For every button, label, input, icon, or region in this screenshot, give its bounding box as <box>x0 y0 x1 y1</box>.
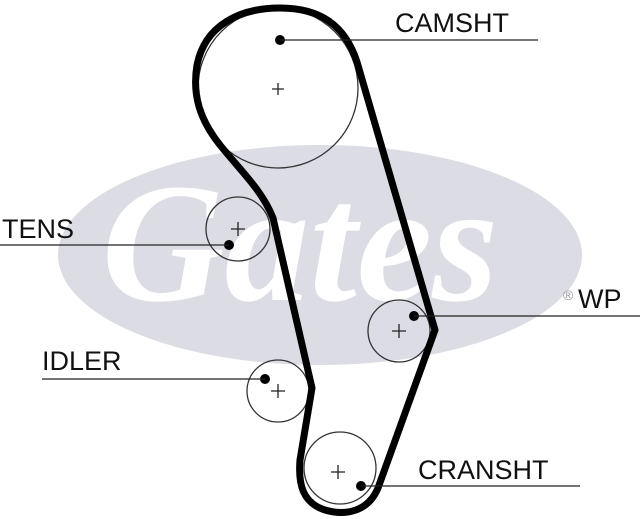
idler-label: IDLER <box>42 346 122 376</box>
crankshaft-label: CRANSHT <box>418 455 549 485</box>
gates-watermark: Gates ® <box>58 145 582 365</box>
water-pump-label: WP <box>578 284 622 314</box>
water-pump-center-icon <box>392 324 406 338</box>
tensioner-center-icon <box>231 222 245 236</box>
tensioner-label: TENS <box>2 214 74 244</box>
watermark-text: Gates <box>102 149 499 337</box>
registered-mark: ® <box>563 287 574 303</box>
camshaft-label: CAMSHT <box>395 8 509 38</box>
idler-center-icon <box>271 384 285 398</box>
tensioner-pulley <box>205 196 271 262</box>
camshaft-center-icon <box>272 83 284 95</box>
timing-belt <box>192 4 439 516</box>
crankshaft-pulley <box>303 431 377 505</box>
water-pump-pulley <box>367 299 431 363</box>
crankshaft-center-icon <box>331 465 345 479</box>
